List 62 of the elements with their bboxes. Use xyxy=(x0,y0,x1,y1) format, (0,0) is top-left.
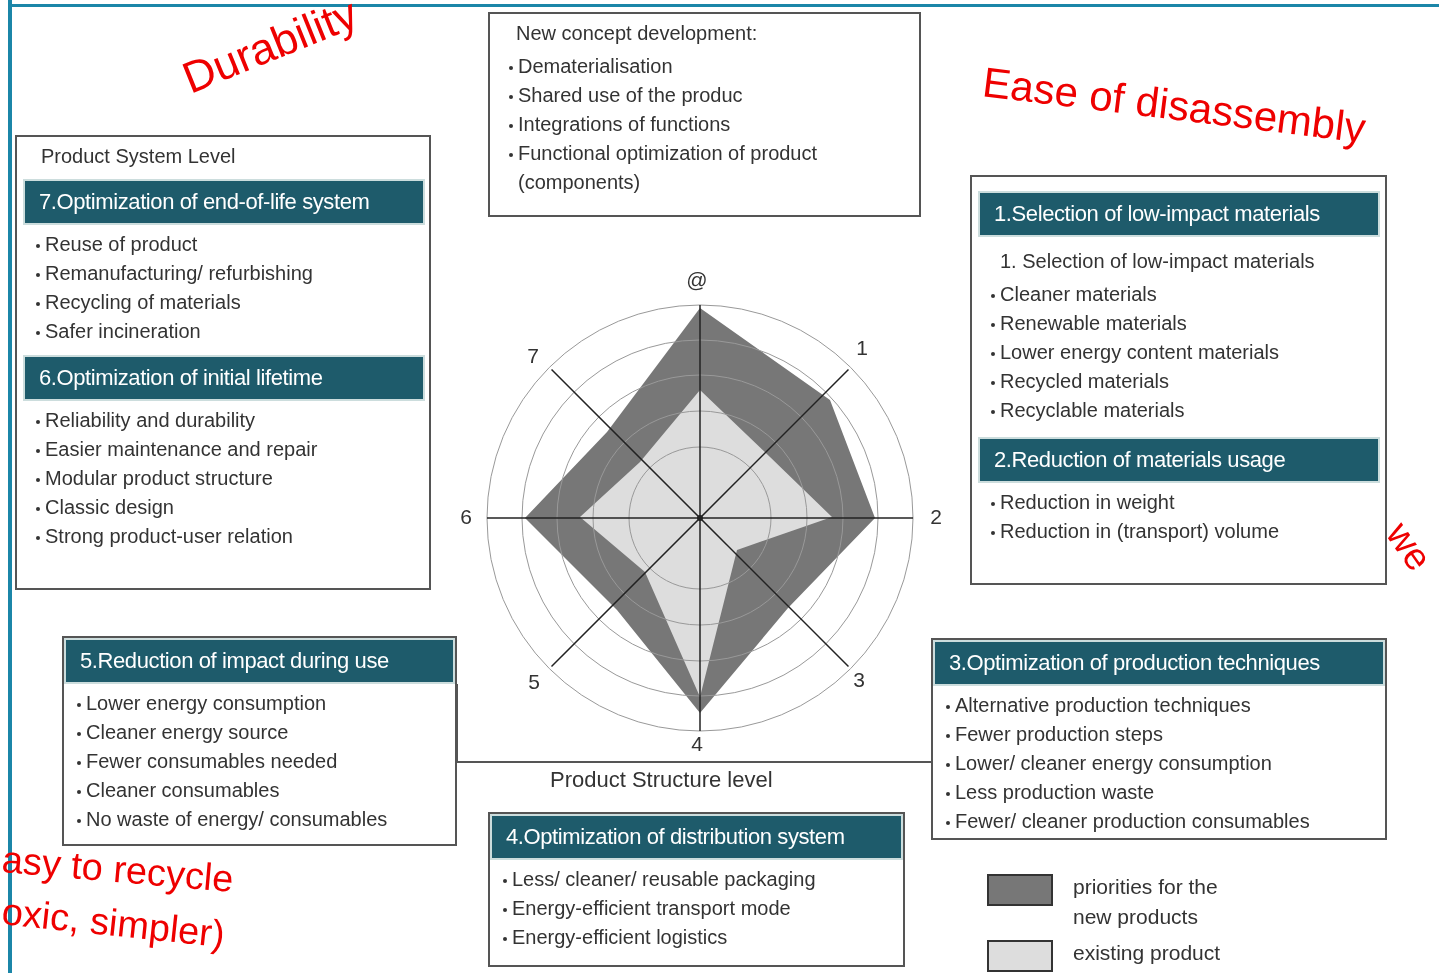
bullet-item: Fewer consumables needed xyxy=(64,747,455,776)
bullet-item: Less production waste xyxy=(933,778,1385,807)
bullet-item: No waste of energy/ consumables xyxy=(64,805,455,834)
panel-heading: Product System Level xyxy=(40,144,237,169)
bullet-item: Alternative production techniques xyxy=(933,691,1385,720)
bullet-item: Shared use of the produc xyxy=(490,81,919,110)
bullet-item: Recyclable materials xyxy=(978,396,1380,425)
bullet-item: Easier maintenance and repair xyxy=(23,435,425,464)
panel-box xyxy=(931,638,1387,840)
bullet-item: Safer incineration xyxy=(23,317,425,346)
handwritten-note: Ease of disassembly xyxy=(980,58,1369,153)
section-heading: 1.Selection of low-impact materials xyxy=(978,191,1380,237)
bullet-item: Energy-efficient logistics xyxy=(490,923,903,952)
bullet-item: Classic design xyxy=(23,493,425,522)
axis-label: 1 xyxy=(856,336,868,360)
bullet-item: Recycled materials xyxy=(978,367,1380,396)
section-heading: 4.Optimization of distribution system xyxy=(490,814,903,860)
bullet-item: Reduction in weight xyxy=(978,488,1380,517)
bullet-item: Dematerialisation xyxy=(490,52,919,81)
panel-box xyxy=(62,636,457,846)
section-heading: 6.Optimization of initial lifetime xyxy=(23,355,425,401)
axis-label: 2 xyxy=(930,505,942,529)
handwritten-note: we xyxy=(1377,514,1439,579)
bullet-item: Reduction in (transport) volume xyxy=(978,517,1380,546)
bullet-item: Lower/ cleaner energy consumption xyxy=(933,749,1385,778)
bullet-item: Lower energy content materials xyxy=(978,338,1380,367)
handwritten-note: asy to recycle xyxy=(0,838,236,901)
panel-box xyxy=(488,812,905,967)
section-heading: 3.Optimization of production techniques xyxy=(933,640,1385,686)
bullet-item: Functional optimization of product (components) xyxy=(490,139,919,197)
panel-heading: 1. Selection of low-impact materials xyxy=(999,249,1316,274)
axis-label: 7 xyxy=(527,344,539,368)
bullet-item: Cleaner materials xyxy=(978,280,1380,309)
level-label: Product Structure level xyxy=(550,767,773,793)
panel-heading: New concept development: xyxy=(515,21,759,46)
axis-label: 6 xyxy=(460,505,472,529)
bullet-item: Remanufacturing/ refurbishing xyxy=(23,259,425,288)
bullet-item: Modular product structure xyxy=(23,464,425,493)
bullet-item: Fewer production steps xyxy=(933,720,1385,749)
bullet-item: Reuse of product xyxy=(23,230,425,259)
section-heading: 5.Reduction of impact during use xyxy=(64,638,455,684)
panel-box xyxy=(488,12,921,217)
bullet-item: Lower energy consumption xyxy=(64,689,455,718)
legend-text: existing product xyxy=(1073,940,1222,966)
bullet-item: Cleaner consumables xyxy=(64,776,455,805)
panel-box xyxy=(15,135,431,590)
bullet-item: Recycling of materials xyxy=(23,288,425,317)
section-heading: 2.Reduction of materials usage xyxy=(978,437,1380,483)
axis-label: 3 xyxy=(853,668,865,692)
bullet-item: Renewable materials xyxy=(978,309,1380,338)
axis-label: 5 xyxy=(528,670,540,694)
section-heading: 7.Optimization of end-of-life system xyxy=(23,179,425,225)
bullet-item: Less/ cleaner/ reusable packaging xyxy=(490,865,903,894)
bullet-item: Cleaner energy source xyxy=(64,718,455,747)
bullet-item: Energy-efficient transport mode xyxy=(490,894,903,923)
axis-label: @ xyxy=(686,268,708,292)
axis-label: 4 xyxy=(691,732,703,756)
bullet-item: Fewer/ cleaner production consumables xyxy=(933,807,1385,836)
panel-box xyxy=(970,175,1387,585)
bullet-item: Reliability and durability xyxy=(23,406,425,435)
bullet-item: Strong product-user relation xyxy=(23,522,425,551)
bullet-item: Integrations of functions xyxy=(490,110,919,139)
